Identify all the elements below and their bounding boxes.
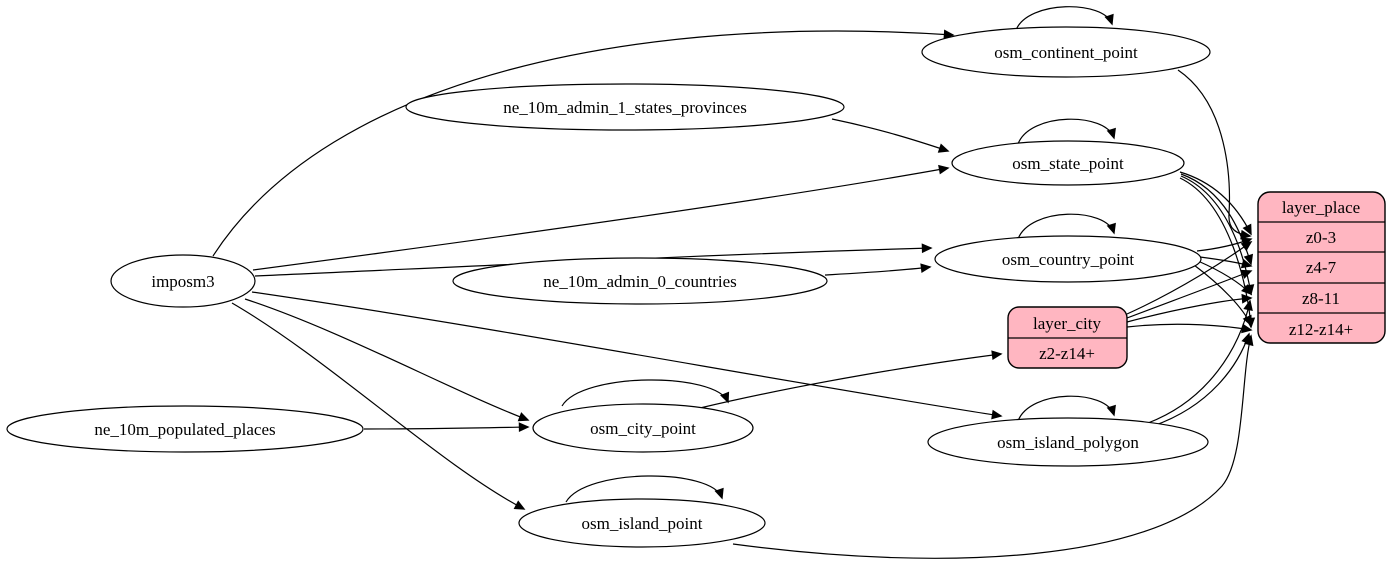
edge-selfloop-osm_country_point [1017, 213, 1116, 240]
edges [212, 6, 1256, 559]
node-ne_10m_populated_places: ne_10m_populated_places [6, 405, 364, 453]
ne_10m_admin_0_countries-label: ne_10m_admin_0_countries [543, 272, 737, 291]
node-osm_country_point: osm_country_point [934, 235, 1202, 283]
layer_place-row-z12-z14: z12-z14+ [1289, 320, 1353, 339]
node-osm_island_polygon: osm_island_polygon [927, 417, 1209, 467]
edge-layer_city-layer_place-z8-11 [1126, 293, 1253, 323]
node-osm_continent_point: osm_continent_point [921, 26, 1211, 78]
osm_city_point-ellipse [532, 403, 754, 453]
layer_place-box [1257, 191, 1386, 344]
node-layer_city: layer_city z2-z14+ [1007, 306, 1128, 369]
edge-layer_city-layer_place-z12-z14 [1126, 323, 1253, 334]
node-ne_10m_admin_0_countries: ne_10m_admin_0_countries [452, 257, 828, 305]
node-osm_state_point: osm_state_point [951, 140, 1185, 186]
edge-layer_city-layer_place-z4-7 [1126, 269, 1253, 319]
osm_island_polygon-ellipse [927, 417, 1209, 467]
edge-imposm3-osm_island_point [231, 302, 526, 510]
edge-osm_state_point-layer_place-z0-3 [1179, 171, 1252, 236]
edge-selfloop-osm_continent_point [1015, 6, 1114, 31]
edge-osm_state_point-layer_place-z8-11 [1180, 175, 1255, 296]
edge-selfloop-osm_state_point [1017, 118, 1116, 145]
ne_10m_admin_1_states_provinces-label: ne_10m_admin_1_states_provinces [503, 98, 747, 117]
edge-ne_10m_admin_0_countries-osm_country_point [824, 263, 932, 276]
node-osm_island_point: osm_island_point [518, 498, 766, 548]
node-osm_city_point: osm_city_point [532, 403, 754, 453]
osm_state_point-label: osm_state_point [1012, 154, 1124, 173]
layer_place-row-z4-7: z4-7 [1306, 258, 1337, 277]
osm_island_point-ellipse [518, 498, 766, 548]
edge-layer_city-layer_place-z0-3 [1126, 241, 1253, 315]
edge-imposm3-osm_island_polygon [251, 291, 1003, 420]
edge-osm_country_point-layer_place-z0-3 [1196, 237, 1253, 252]
edge-osm_continent_point-layer_place-z0-3 [1177, 69, 1252, 240]
ne_10m_admin_0_countries-ellipse [452, 257, 828, 305]
edge-osm_country_point-layer_place-z8-11 [1197, 260, 1253, 296]
edge-imposm3-osm_city_point [244, 298, 530, 422]
edge-selfloop-osm_city_point [561, 379, 730, 407]
node-imposm3: imposm3 [110, 254, 256, 308]
osm_city_point-label: osm_city_point [590, 419, 696, 438]
edge-osm_country_point-layer_place-z12-z14 [1193, 264, 1252, 327]
osm_continent_point-label: osm_continent_point [994, 43, 1138, 62]
edge-osm_island_point-layer_place-z12-z14 [732, 334, 1254, 559]
ne_10m_populated_places-ellipse [6, 405, 364, 453]
edge-selfloop-osm_island_polygon [1017, 395, 1116, 422]
edge-osm_city_point-layer_city-z2-z14 [699, 350, 1003, 409]
ne_10m_admin_1_states_provinces-ellipse [405, 83, 845, 131]
edge-imposm3-osm_state_point [252, 164, 950, 271]
edge-osm_island_polygon-layer_place-z8-11 [1147, 299, 1253, 424]
node-layer_place: layer_place z0-3 z4-7 z8-11 z12-z14+ [1257, 191, 1386, 344]
edge-osm_island_polygon-layer_place-z12-z14 [1152, 332, 1251, 427]
edge-osm_state_point-layer_place-z4-7 [1180, 173, 1254, 266]
layer_place-row-z0-3: z0-3 [1306, 228, 1336, 247]
layer_city-row-z2-z14: z2-z14+ [1039, 344, 1095, 363]
osm_state_point-ellipse [951, 140, 1185, 186]
layer_place-title: layer_place [1282, 198, 1360, 217]
edge-selfloop-osm_island_point [565, 475, 724, 503]
edge-ne_10m_populated_places-osm_city_point [363, 422, 530, 433]
edge-osm_country_point-layer_place-z4-7 [1199, 256, 1253, 269]
ne_10m_populated_places-label: ne_10m_populated_places [94, 420, 275, 439]
osm_island_polygon-label: osm_island_polygon [997, 433, 1139, 452]
osm_country_point-label: osm_country_point [1002, 250, 1134, 269]
osm_country_point-ellipse [934, 235, 1202, 283]
osm_continent_point-ellipse [921, 26, 1211, 78]
layer_place-row-z8-11: z8-11 [1302, 289, 1340, 308]
imposm3-ellipse [110, 254, 256, 308]
osm_island_point-label: osm_island_point [582, 514, 703, 533]
layer_city-title: layer_city [1033, 314, 1101, 333]
edge-osm_state_point-layer_place-z12-z14 [1179, 177, 1256, 329]
node-ne_10m_admin_1_states_provinces: ne_10m_admin_1_states_provinces [405, 83, 845, 131]
edge-ne_10m_admin_1_states_provinces-osm_state_point [831, 118, 950, 153]
edge-imposm3-osm_continent_point [212, 29, 955, 257]
imposm3-label: imposm3 [151, 272, 214, 291]
